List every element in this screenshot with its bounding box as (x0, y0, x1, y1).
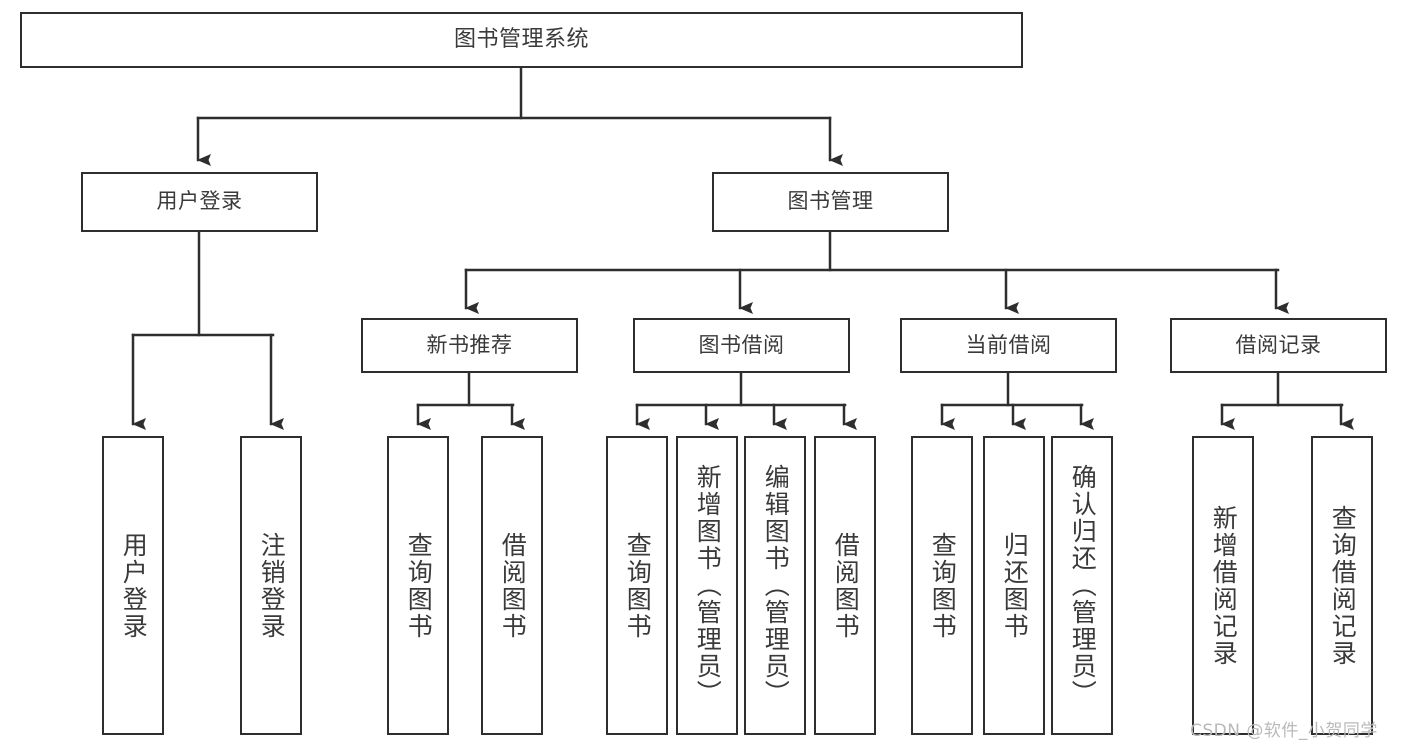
node-new-book-recommend-label: 新书推荐 (426, 332, 513, 357)
node-leaf-add-book-admin[interactable]: 新增图书（管理员） (676, 436, 738, 735)
node-leaf-edit-book-admin[interactable]: 编辑图书（管理员） (744, 436, 806, 735)
node-leaf-borrow-book-2-label: 借阅图书 (831, 531, 861, 640)
node-leaf-edit-book-admin-label: 编辑图书（管理员） (761, 464, 791, 707)
node-leaf-user-login-label: 用户登录 (119, 531, 149, 640)
node-new-book-recommend[interactable]: 新书推荐 (361, 318, 578, 373)
node-leaf-query-book-3[interactable]: 查询图书 (911, 436, 973, 735)
node-leaf-user-login[interactable]: 用户登录 (102, 436, 164, 735)
node-leaf-return-book[interactable]: 归还图书 (983, 436, 1045, 735)
node-leaf-query-book-1-label: 查询图书 (404, 531, 434, 640)
node-user-login[interactable]: 用户登录 (81, 172, 318, 232)
node-leaf-add-book-admin-label: 新增图书（管理员） (693, 464, 723, 707)
node-leaf-query-book-3-label: 查询图书 (928, 531, 958, 640)
node-leaf-user-logout-label: 注销登录 (257, 531, 287, 640)
node-leaf-user-logout[interactable]: 注销登录 (240, 436, 302, 735)
node-leaf-query-book-1[interactable]: 查询图书 (387, 436, 449, 735)
node-root-label: 图书管理系统 (453, 26, 589, 52)
node-leaf-confirm-return-admin-label: 确认归还（管理员） (1068, 464, 1098, 707)
node-leaf-query-book-2-label: 查询图书 (623, 531, 653, 640)
node-leaf-confirm-return-admin[interactable]: 确认归还（管理员） (1051, 436, 1113, 735)
node-book-borrow-label: 图书借阅 (698, 332, 785, 357)
node-book-borrow[interactable]: 图书借阅 (633, 318, 850, 373)
node-current-borrow-label: 当前借阅 (965, 332, 1052, 357)
node-book-management[interactable]: 图书管理 (712, 172, 949, 232)
node-current-borrow[interactable]: 当前借阅 (900, 318, 1117, 373)
node-borrow-record[interactable]: 借阅记录 (1170, 318, 1387, 373)
csdn-watermark: CSDN @软件_小贺同学 (1190, 721, 1378, 741)
node-leaf-add-borrow-record[interactable]: 新增借阅记录 (1192, 436, 1254, 735)
node-leaf-borrow-book-2[interactable]: 借阅图书 (814, 436, 876, 735)
node-leaf-add-borrow-record-label: 新增借阅记录 (1209, 504, 1239, 667)
node-book-management-label: 图书管理 (787, 189, 874, 214)
node-leaf-borrow-book-1[interactable]: 借阅图书 (481, 436, 543, 735)
node-root[interactable]: 图书管理系统 (20, 12, 1023, 68)
node-leaf-query-book-2[interactable]: 查询图书 (606, 436, 668, 735)
node-leaf-borrow-book-1-label: 借阅图书 (498, 531, 528, 640)
node-user-login-label: 用户登录 (156, 189, 243, 214)
node-borrow-record-label: 借阅记录 (1235, 332, 1322, 357)
node-leaf-query-borrow-record[interactable]: 查询借阅记录 (1311, 436, 1373, 735)
node-leaf-query-borrow-record-label: 查询借阅记录 (1328, 504, 1358, 667)
node-leaf-return-book-label: 归还图书 (1000, 531, 1030, 640)
